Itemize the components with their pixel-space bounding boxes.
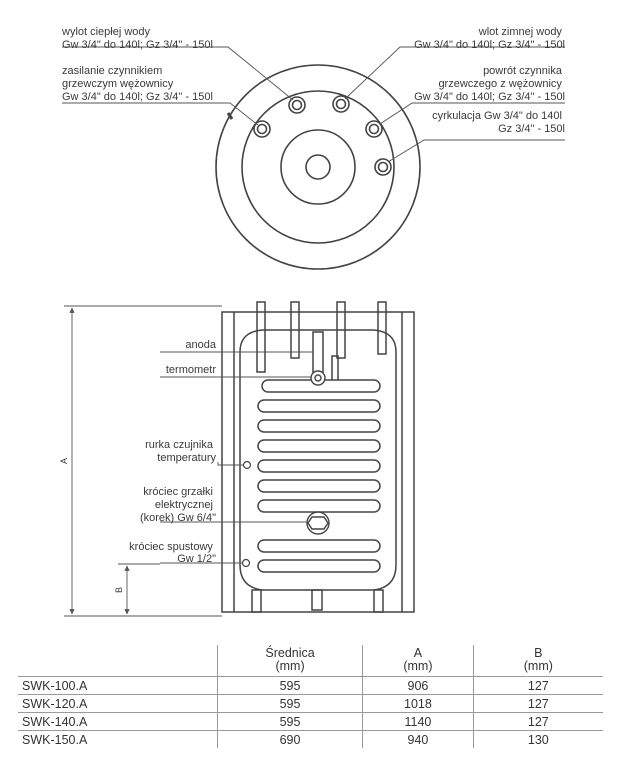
- header-a: A (mm): [362, 645, 474, 677]
- pipe-coil-return: [377, 301, 387, 355]
- cell-b: 130: [472, 730, 603, 748]
- cell-model: SWK-150.A: [22, 732, 88, 747]
- tank-body: [239, 329, 397, 591]
- pipe-cold-inlet: [336, 301, 346, 359]
- port-coil-return: [365, 120, 383, 138]
- cell-a: 906: [362, 676, 474, 695]
- heater-port-symbol: [306, 511, 330, 535]
- top-view: [215, 64, 421, 270]
- port-circulation: [374, 158, 392, 176]
- dimension-A-label: A: [59, 458, 69, 464]
- label-heater-port: króciec grzałki elektrycznej (korek) Gw …: [140, 486, 216, 524]
- cell-b: 127: [472, 694, 603, 713]
- cell-diameter: 595: [216, 676, 363, 695]
- label-sensor-tube: rurka czujnika temperatury: [145, 439, 216, 464]
- cell-model: SWK-100.A: [22, 678, 88, 693]
- table-row: SWK-120.A 595 1018 127: [18, 694, 603, 713]
- label-cold-inlet: wlot zimnej wody Gw 3/4" do 140l; Gz 3/4…: [414, 26, 565, 51]
- flange-inner-circle: [305, 154, 331, 180]
- header-diameter: Średnica (mm): [216, 645, 363, 677]
- spec-table: Średnica (mm) A (mm) B (mm) SWK-100.A 59…: [18, 645, 603, 748]
- label-drain: króciec spustowy Gw 1/2": [129, 541, 216, 565]
- inner-tank-circle: [241, 90, 395, 244]
- dimension-B-label: B: [114, 587, 124, 593]
- table-row: SWK-100.A 595 906 127: [18, 676, 603, 695]
- dimension-A: [64, 305, 222, 617]
- outer-casing-circle: [215, 64, 421, 270]
- cell-a: 1140: [362, 712, 474, 731]
- cell-a: 940: [362, 730, 474, 748]
- port-cold-inlet: [332, 95, 350, 113]
- foot-right: [373, 589, 384, 613]
- sensor-tube-symbol: [242, 460, 252, 470]
- thermometer-symbol: [310, 370, 326, 386]
- label-coil-supply: zasilanie czynnikiem grzewczym wężownicy…: [62, 65, 213, 103]
- pipe-coil-supply: [256, 301, 266, 373]
- table-row: SWK-150.A 690 940 130: [18, 730, 603, 748]
- flange-outer-circle: [280, 129, 356, 205]
- cell-model: SWK-120.A: [22, 696, 88, 711]
- cell-model: SWK-140.A: [22, 714, 88, 729]
- casing-outline: [221, 311, 415, 613]
- drain-symbol: [241, 558, 251, 568]
- cell-diameter: 595: [216, 694, 363, 713]
- header-model: [18, 645, 217, 677]
- table-header-row: Średnica (mm) A (mm) B (mm): [18, 645, 603, 677]
- side-view: [221, 301, 415, 613]
- boiler-technical-diagram: wylot ciepłej wody Gw 3/4" do 140l; Gz 3…: [59, 26, 565, 617]
- header-b: B (mm): [472, 645, 603, 677]
- label-circulation: cyrkulacja Gw 3/4" do 140l Gz 3/4" - 150…: [432, 110, 565, 135]
- cell-b: 127: [472, 712, 603, 731]
- cell-b: 127: [472, 676, 603, 695]
- foot-center: [311, 589, 323, 611]
- pipe-hot-outlet: [290, 301, 300, 359]
- cell-diameter: 690: [216, 730, 363, 748]
- cell-diameter: 595: [216, 712, 363, 731]
- label-thermometer: termometr: [166, 364, 216, 376]
- port-coil-supply: [253, 120, 271, 138]
- top-view-leaders: [62, 46, 565, 163]
- cell-a: 1018: [362, 694, 474, 713]
- dimension-B: [118, 563, 160, 615]
- port-hot-outlet: [288, 96, 306, 114]
- label-anode: anoda: [185, 339, 216, 351]
- table-row: SWK-140.A 595 1140 127: [18, 712, 603, 731]
- side-view-leaders: [160, 351, 313, 564]
- casing-vent-mark: [226, 112, 234, 120]
- label-hot-outlet: wylot ciepłej wody Gw 3/4" do 140l; Gz 3…: [61, 26, 213, 51]
- foot-left: [251, 589, 262, 613]
- heating-coil: [257, 379, 381, 573]
- label-coil-return: powrót czynnika grzewczego z wężownicy G…: [414, 65, 565, 103]
